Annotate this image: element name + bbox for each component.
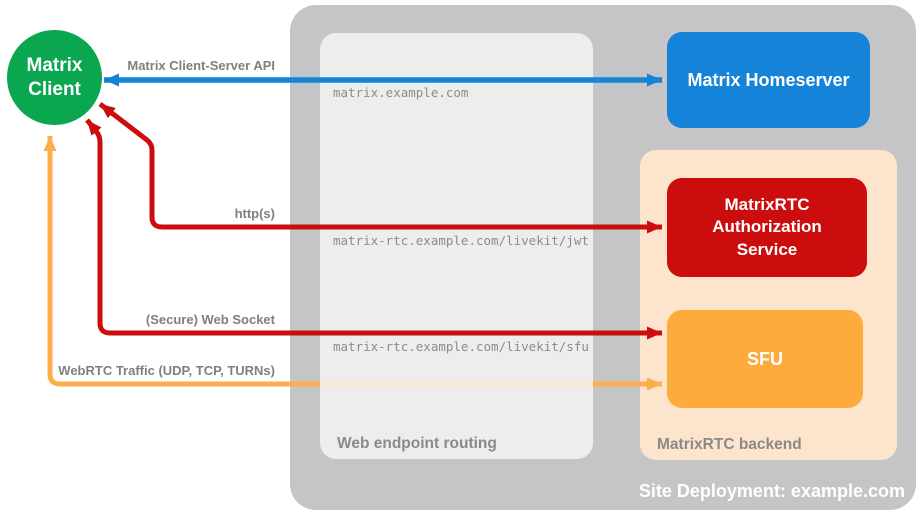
secure-web-socket-label: (Secure) Web Socket <box>145 312 275 327</box>
routing-box-label: Web endpoint routing <box>337 435 497 452</box>
web-endpoint-routing-box: matrix.example.com matrix-rtc.example.co… <box>320 33 593 459</box>
site-deployment-label: Site Deployment: example.com <box>638 481 905 501</box>
matrix-client-node: Matrix Client <box>7 30 102 125</box>
matrixrtc-authorization-service-node: MatrixRTC Authorization Service <box>667 178 867 277</box>
sfu-node: SFU <box>667 310 863 408</box>
webrtc-traffic-label: WebRTC Traffic (UDP, TCP, TURNs) <box>58 363 275 378</box>
matrixrtc-backend-label: MatrixRTC backend <box>657 436 802 453</box>
https-label: http(s) <box>234 206 275 221</box>
client-server-api-label: Matrix Client-Server API <box>127 58 275 73</box>
endpoint-livekit-sfu: matrix-rtc.example.com/livekit/sfu <box>333 339 589 354</box>
matrix-homeserver-node: Matrix Homeserver <box>667 32 870 128</box>
endpoint-matrix-example-com: matrix.example.com <box>333 85 469 100</box>
endpoint-livekit-jwt: matrix-rtc.example.com/livekit/jwt <box>333 233 589 248</box>
